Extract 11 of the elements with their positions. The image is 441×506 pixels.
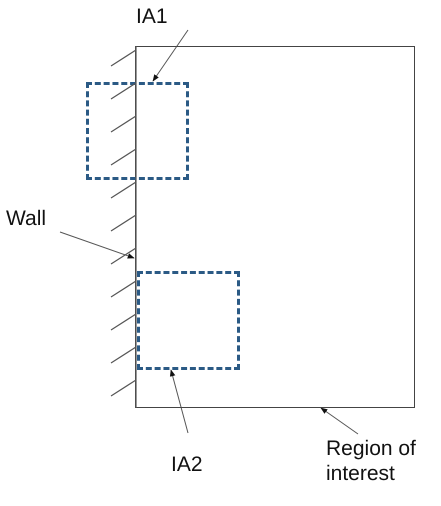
callout-label: IA2: [171, 452, 204, 477]
callout-label: Region of interest: [326, 436, 417, 486]
leader-line: [60, 232, 135, 259]
leader-line: [320, 408, 358, 434]
callout-label: IA1: [136, 4, 169, 29]
leader-line: [152, 30, 188, 82]
leader-line: [170, 369, 188, 434]
interrogation-area: [86, 82, 189, 180]
region-rectangle: [135, 46, 415, 408]
callout-label: Wall: [6, 206, 48, 231]
interrogation-area: [137, 271, 240, 370]
